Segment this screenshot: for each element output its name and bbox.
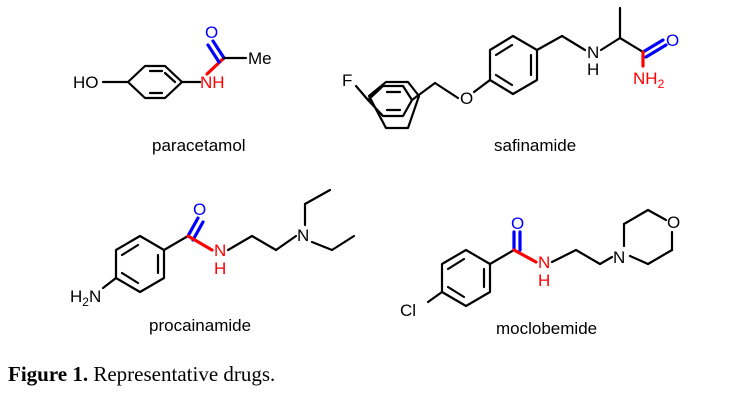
safinamide-amide-oxygen: O [666, 31, 679, 50]
moclobemide-morpholine-n: N [613, 248, 625, 267]
procainamide-structure: H2N O N H N [70, 188, 356, 309]
paracetamol-methyl: Me [248, 49, 272, 68]
safinamide-amide-nh2: NH2 [633, 69, 665, 91]
procainamide-h2n: H2N [70, 287, 101, 309]
safinamide-ether-oxygen: O [460, 89, 473, 108]
procainamide-amide-h: H [214, 259, 226, 278]
safinamide-structure: F O N H O NH2 [342, 6, 679, 130]
procainamide-amine-n: N [297, 226, 309, 245]
safinamide-amine-n: N [587, 43, 599, 62]
moclobemide-amide-h: H [538, 271, 550, 290]
moclobemide-morpholine-o: O [667, 213, 680, 232]
procainamide-amide-n: N [214, 241, 226, 260]
paracetamol-nh: NH [200, 73, 225, 92]
paracetamol-oxygen: O [205, 23, 218, 42]
procainamide-label: procainamide [149, 316, 251, 335]
moclobemide-label: moclobemide [496, 319, 597, 338]
safinamide-amine-h: H [587, 60, 599, 79]
paracetamol-ho: HO [73, 73, 99, 92]
safinamide-fluorine: F [342, 71, 352, 90]
moclobemide-structure: Cl O N H N O [400, 208, 680, 320]
caption-label: Figure 1. [8, 362, 89, 386]
figure-caption: Figure 1. Representative drugs. [8, 362, 275, 387]
paracetamol-structure: O Me NH HO [73, 23, 272, 100]
safinamide-label: safinamide [494, 136, 576, 155]
paracetamol-label: paracetamol [152, 136, 246, 155]
moclobemide-amide-n: N [538, 253, 550, 272]
caption-text: Representative drugs. [93, 362, 276, 386]
moclobemide-chlorine: Cl [400, 301, 416, 320]
moclobemide-amide-oxygen: O [511, 214, 524, 233]
procainamide-amide-oxygen: O [193, 200, 206, 219]
